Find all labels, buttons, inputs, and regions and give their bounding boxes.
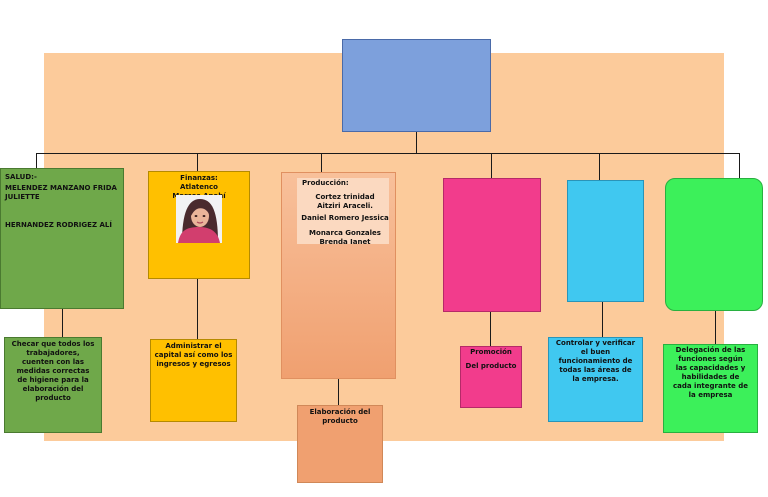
connector-root-vertical [416,132,417,154]
root-box [342,39,491,132]
produccion-task-text: Elaboración del producto [309,408,371,425]
finanzas-task-box: Administrar el capital así como los ingr… [150,339,237,422]
produccion-name-3: Monarca Gonzales Brenda Janet [309,229,381,244]
produccion-heading: Producción: [302,179,349,187]
connector-produccion-task [338,379,339,405]
salud-names-2: HERNANDEZ RODRIGEZ ALÍ [5,221,112,229]
salud-task-text: Checar que todos los trabajadores, cuent… [11,340,95,402]
salud-heading: SALUD:- [5,173,37,181]
control-task-box: Controlar y verificar el buen funcionami… [548,337,643,422]
salud-names-1: MELENDEZ MANZANO FRIDA JULIETTE [5,184,117,201]
control-task-text: Controlar y verificar el buen funcionami… [555,339,636,383]
delegacion-box [665,178,763,311]
connector-finanzas-task [197,279,198,339]
connector-delegacion-task [715,311,716,344]
connector-finanzas [197,153,198,172]
connector-promocion [491,153,492,198]
connector-salud-task [62,309,63,337]
delegacion-task-box: Delegación de las funciones según las ca… [663,344,758,433]
delegacion-task-text: Delegación de las funciones según las ca… [673,346,748,399]
promocion-task-box: Promoción Del producto [460,346,522,408]
promocion-task-2: Del producto [465,362,517,370]
control-box [567,180,644,302]
promocion-box [443,178,541,312]
connector-promocion-task [490,312,491,346]
connector-control [599,153,600,205]
connector-salud [36,153,37,169]
produccion-name-1: Cortez trinidad Aitziri Araceli. [315,193,375,210]
salud-task-box: Checar que todos los trabajadores, cuent… [4,337,102,433]
portrait-photo [176,195,222,243]
produccion-names-panel: Producción: Cortez trinidad Aitziri Arac… [297,178,389,244]
produccion-name-2: Daniel Romero Jessica [301,214,389,222]
connector-control-task [602,302,603,337]
produccion-task-box: Elaboración del producto [297,405,383,483]
promocion-task-1: Promoción [470,348,512,356]
connector-horizontal-bar [36,153,740,154]
connector-produccion [321,153,322,183]
finanzas-task-text: Administrar el capital así como los ingr… [154,342,233,368]
salud-box: SALUD:- MELENDEZ MANZANO FRIDA JULIETTE … [0,168,124,309]
